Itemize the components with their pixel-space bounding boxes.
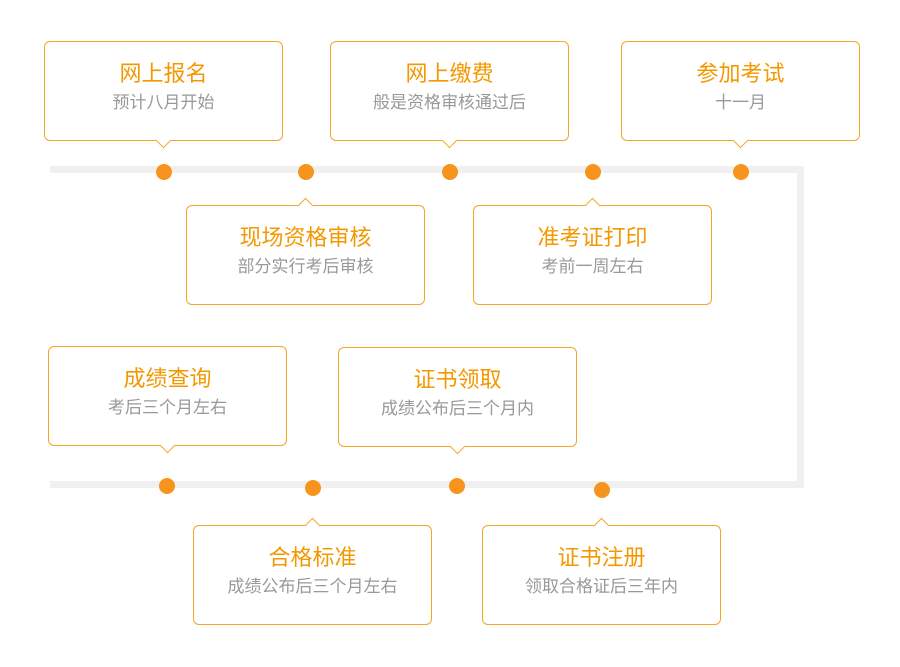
step-title: 合格标准: [268, 546, 357, 571]
step-title: 现场资格审核: [239, 226, 372, 251]
callout-pointer: [159, 437, 175, 454]
step-subtitle: 领取合格证后三年内: [525, 577, 678, 597]
step-admission-ticket-print: 准考证打印 考前一周左右: [473, 197, 712, 305]
callout-pointer: [732, 132, 748, 149]
timeline-dot: [298, 164, 314, 180]
step-title: 网上缴费: [405, 62, 494, 87]
step-title: 参加考试: [696, 62, 785, 87]
callout-pointer: [304, 517, 320, 534]
timeline-dot: [159, 478, 175, 494]
step-certificate-collection: 证书领取 成绩公布后三个月内: [338, 347, 577, 455]
step-subtitle: 成绩公布后三个月左右: [227, 577, 398, 597]
step-certificate-registration: 证书注册 领取合格证后三年内: [482, 517, 721, 625]
timeline-track-right: [797, 166, 804, 488]
step-subtitle: 预计八月开始: [112, 93, 215, 113]
step-subtitle: 考后三个月左右: [108, 398, 227, 418]
step-subtitle: 成绩公布后三个月内: [381, 399, 534, 419]
callout-pointer: [584, 197, 600, 214]
timeline-track-top: [50, 166, 804, 173]
step-pass-standard: 合格标准 成绩公布后三个月左右: [193, 517, 432, 625]
timeline-dot: [449, 478, 465, 494]
callout-pointer: [297, 197, 313, 214]
step-take-exam: 参加考试 十一月: [621, 41, 860, 149]
step-subtitle: 十一月: [715, 93, 766, 113]
callout-pointer: [441, 132, 457, 149]
timeline-track-bottom: [50, 481, 804, 488]
timeline-dot: [594, 482, 610, 498]
step-online-payment: 网上缴费 般是资格审核通过后: [330, 41, 569, 149]
step-onsite-qualification-review: 现场资格审核 部分实行考后审核: [186, 197, 425, 305]
step-title: 准考证打印: [537, 226, 648, 251]
timeline-dot: [585, 164, 601, 180]
timeline-dot: [442, 164, 458, 180]
step-title: 成绩查询: [123, 367, 212, 392]
timeline-dot: [733, 164, 749, 180]
step-subtitle: 般是资格审核通过后: [373, 93, 526, 113]
timeline-dot: [156, 164, 172, 180]
step-subtitle: 考前一周左右: [541, 257, 644, 277]
callout-pointer: [593, 517, 609, 534]
step-title: 证书注册: [557, 546, 646, 571]
step-online-registration: 网上报名 预计八月开始: [44, 41, 283, 149]
step-subtitle: 部分实行考后审核: [237, 257, 374, 277]
timeline-dot: [305, 480, 321, 496]
callout-pointer: [155, 132, 171, 149]
callout-pointer: [449, 438, 465, 455]
step-score-inquiry: 成绩查询 考后三个月左右: [48, 346, 287, 454]
step-title: 网上报名: [119, 62, 208, 87]
step-title: 证书领取: [413, 368, 502, 393]
